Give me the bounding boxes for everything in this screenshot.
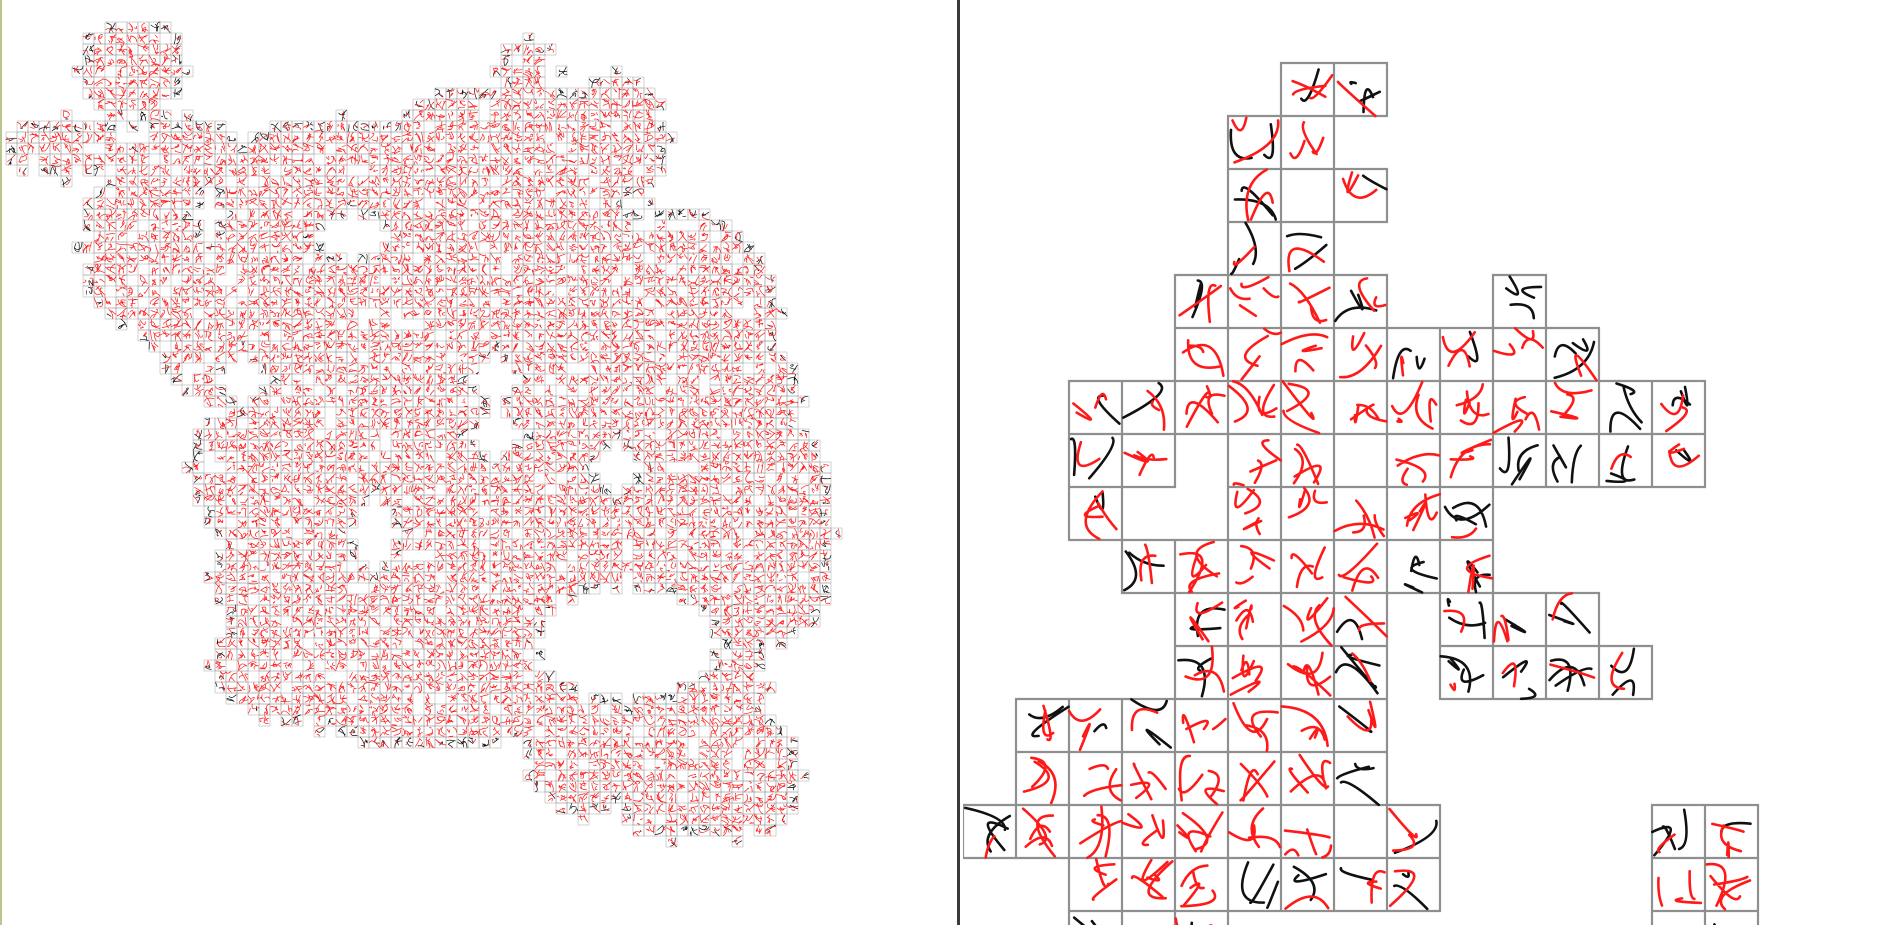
tile-grid xyxy=(963,61,1760,925)
pane-splitter[interactable] xyxy=(957,0,963,925)
overview-map-pane[interactable] xyxy=(4,0,959,925)
detail-map-pane[interactable] xyxy=(963,0,1891,925)
red-path-strokes xyxy=(6,22,841,847)
overview-map-canvas[interactable] xyxy=(4,0,959,925)
black-path-strokes xyxy=(963,68,1752,925)
tile-grid xyxy=(5,21,843,848)
detail-map-canvas[interactable] xyxy=(963,0,1891,925)
red-path-strokes xyxy=(984,73,1752,925)
